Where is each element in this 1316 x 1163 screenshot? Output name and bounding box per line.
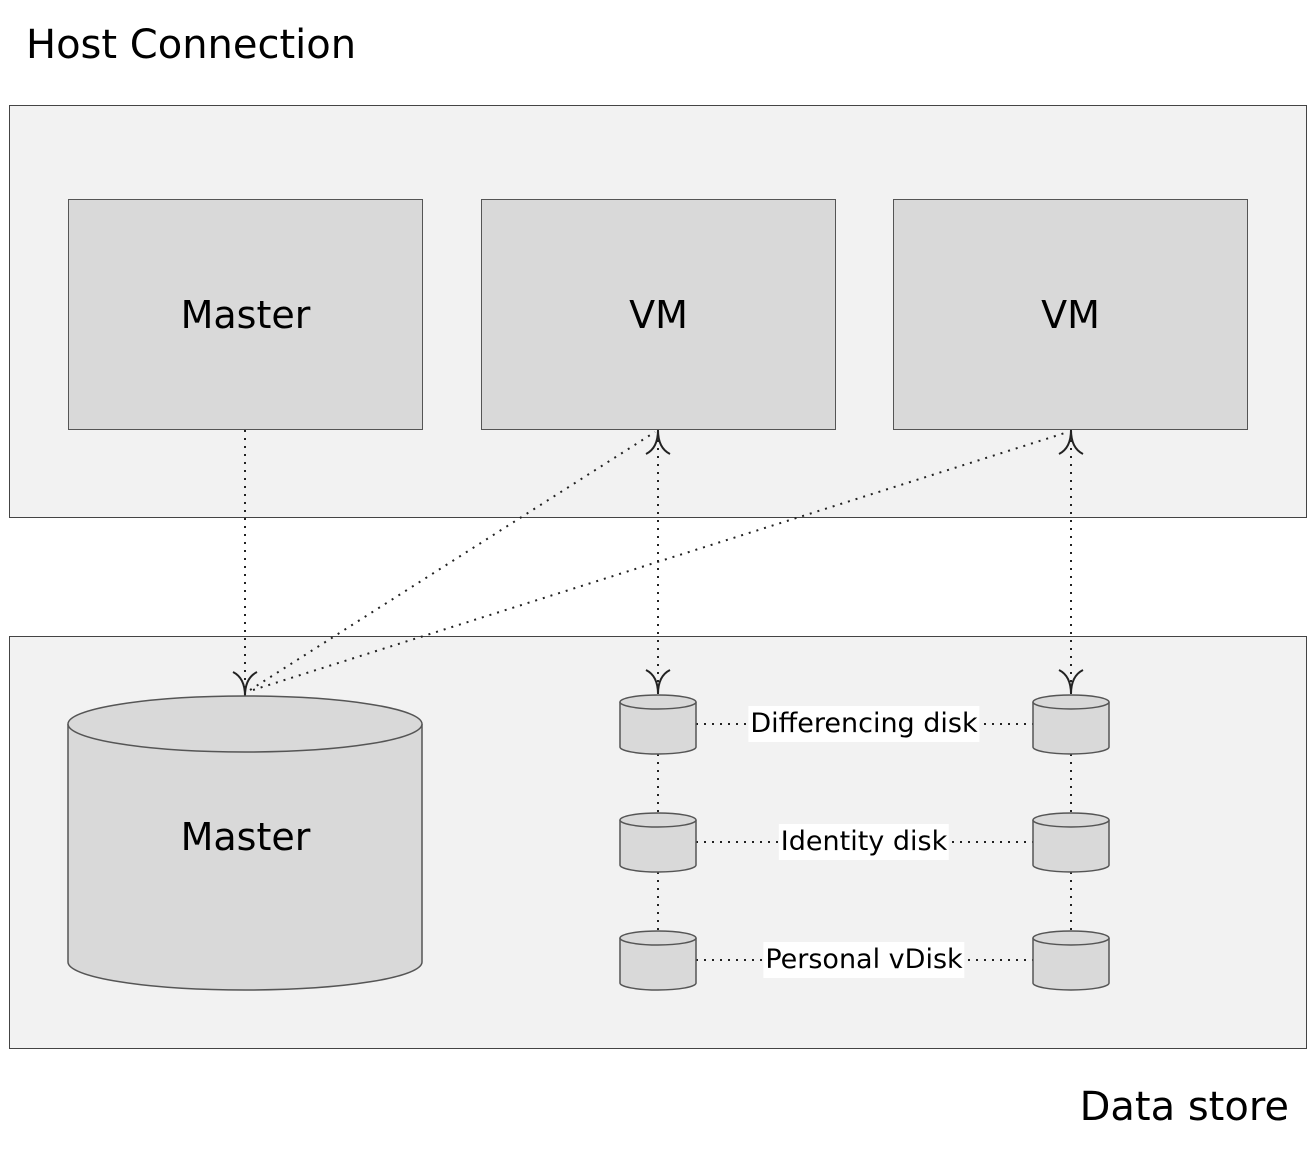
data-store-title: Data store: [1079, 1084, 1289, 1130]
vm-box-1: VM: [481, 199, 836, 430]
arrow-heads: [232, 429, 1084, 697]
vm-box-2: VM: [893, 199, 1248, 430]
vm1-identity-disk-icon: [619, 812, 697, 873]
master-vm-label: Master: [180, 292, 311, 337]
vm2-differencing-disk-icon: [1032, 694, 1110, 755]
identity-disk-label: Identity disk: [778, 824, 950, 860]
vm-2-label: VM: [1041, 292, 1100, 337]
vm1-personal-vdisk-icon: [619, 930, 697, 991]
arrow-into-master-db: [232, 671, 258, 697]
vm2-personal-vdisk-icon: [1032, 930, 1110, 991]
master-database-cylinder: [67, 695, 423, 991]
master-db-to-vm2-link: [252, 431, 1069, 691]
arrow-into-vm2-disk: [1058, 669, 1084, 695]
vm-1-label: VM: [629, 292, 688, 337]
personal-vdisk-label: Personal vDisk: [763, 942, 965, 978]
arrow-into-vm2: [1058, 429, 1084, 455]
differencing-disk-label: Differencing disk: [748, 706, 980, 742]
host-connection-title: Host Connection: [26, 22, 357, 68]
master-database-label: Master: [180, 815, 311, 859]
vm2-identity-disk-icon: [1032, 812, 1110, 873]
master-vm-box: Master: [68, 199, 423, 430]
arrow-into-vm1: [645, 429, 671, 455]
master-db-to-vm1-link: [249, 431, 656, 691]
vm1-differencing-disk-icon: [619, 694, 697, 755]
disk-cylinders: [619, 694, 1110, 991]
arrow-into-vm1-disk: [645, 669, 671, 695]
